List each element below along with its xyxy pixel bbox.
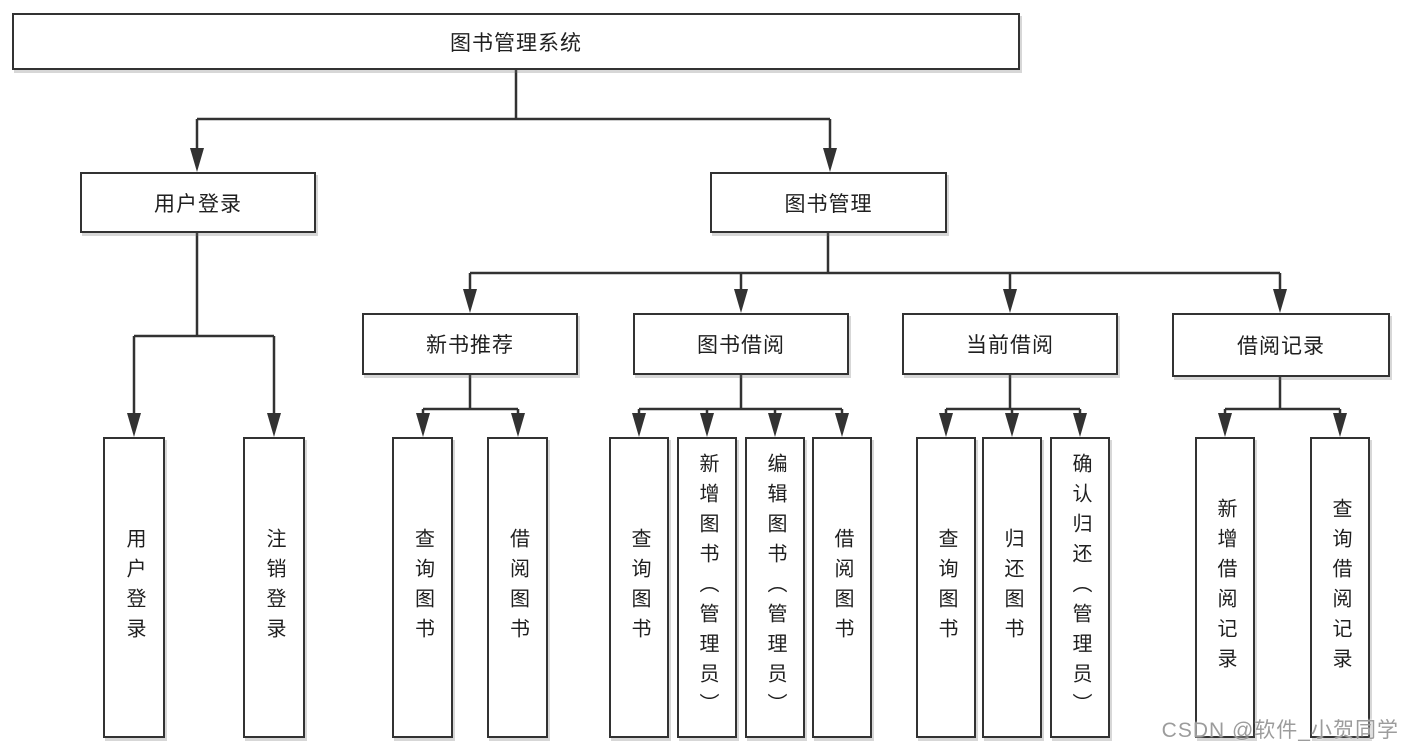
arrowhead-icon [463,289,477,313]
node-label: 查询图书 [411,527,434,648]
node-label: 用户登录 [123,527,145,648]
leaf-add-borrow-record: 新增借阅记录 [1195,437,1255,738]
node-current-borrowing: 当前借阅 [902,313,1118,375]
leaf-logout: 注销登录 [243,437,305,738]
node-book-borrowing: 图书借阅 [633,313,849,375]
node-label: 借阅图书 [831,527,853,648]
arrowhead-icon [1003,289,1017,313]
node-label: 注销登录 [263,527,285,648]
arrowhead-icon [1218,413,1232,437]
arrowhead-icon [632,413,646,437]
arrowhead-icon [511,413,525,437]
leaf-user-login: 用户登录 [103,437,165,738]
leaf-add-books-admin: 新增图书（管理员） [677,437,737,738]
node-label: 图书管理系统 [450,31,582,55]
node-label: 编辑图书（管理员） [764,452,786,723]
arrowhead-icon [734,289,748,313]
node-system-root: 图书管理系统 [12,13,1020,70]
leaf-confirm-return-admin: 确认归还（管理员） [1050,437,1110,738]
leaf-return-books: 归还图书 [982,437,1042,738]
leaf-query-books-borrowing: 查询图书 [609,437,669,738]
csdn-watermark: CSDN @软件_小贺同学 [1161,719,1399,742]
node-book-management: 图书管理 [710,172,947,233]
node-label: 图书借阅 [697,334,785,357]
node-label: 新增图书（管理员） [696,452,718,723]
arrowhead-icon [190,148,204,172]
node-label: 新书推荐 [426,334,514,357]
arrowhead-icon [1333,413,1347,437]
leaf-borrow-books: 借阅图书 [812,437,872,738]
arrowhead-icon [1005,413,1019,437]
node-label: 用户登录 [154,192,242,216]
arrowhead-icon [267,413,281,437]
node-label: 归还图书 [1001,527,1023,648]
arrowhead-icon [939,413,953,437]
arrowhead-icon [1273,289,1287,313]
node-label: 确认归还（管理员） [1069,452,1091,723]
node-label: 查询图书 [628,527,650,648]
leaf-query-borrow-record: 查询借阅记录 [1310,437,1370,738]
leaf-query-books-current: 查询图书 [916,437,976,738]
leaf-query-books-recommend: 查询图书 [392,437,453,738]
arrowhead-icon [700,413,714,437]
node-borrowing-records: 借阅记录 [1172,313,1390,377]
arrowhead-icon [768,413,782,437]
node-label: 借阅图书 [506,527,529,648]
node-label: 当前借阅 [966,334,1054,357]
node-user-login: 用户登录 [80,172,316,233]
node-new-book-recommend: 新书推荐 [362,313,578,375]
node-label: 新增借阅记录 [1214,497,1236,678]
node-label: 查询图书 [935,527,957,648]
arrowhead-icon [127,413,141,437]
node-label: 图书管理 [784,192,873,216]
node-label: 借阅记录 [1237,335,1325,358]
arrowhead-icon [823,148,837,172]
leaf-borrow-books-recommend: 借阅图书 [487,437,548,738]
node-label: 查询借阅记录 [1329,497,1351,678]
arrowhead-icon [416,413,430,437]
leaf-edit-books-admin: 编辑图书（管理员） [745,437,805,738]
arrowhead-icon [1073,413,1087,437]
arrowhead-icon [835,413,849,437]
